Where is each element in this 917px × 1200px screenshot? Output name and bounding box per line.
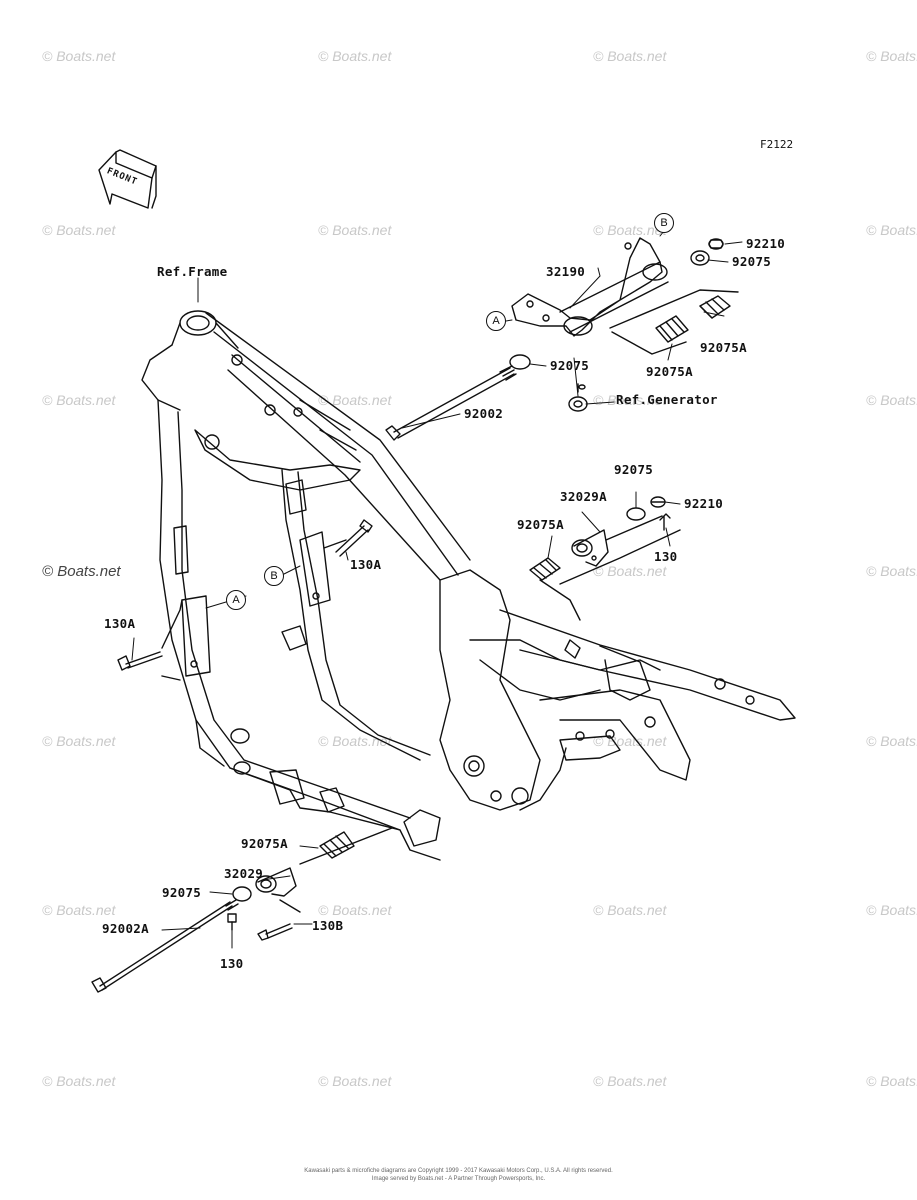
label-130A-left: 130A xyxy=(104,616,136,631)
watermark: © Boats.net xyxy=(318,902,392,918)
lower-mount-assembly xyxy=(91,827,393,993)
watermark: © Boats.net xyxy=(593,902,667,918)
watermark: © Boats.net xyxy=(866,563,917,579)
watermark: © Boats.net xyxy=(318,392,392,408)
watermark: © Boats.net xyxy=(866,222,917,238)
watermark: © Boats.net xyxy=(866,392,917,408)
label-ref-frame: Ref.Frame xyxy=(157,264,228,279)
watermark: © Boats.net xyxy=(318,1073,392,1089)
label-92002A: 92002A xyxy=(102,921,149,936)
front-arrow-icon xyxy=(98,149,157,209)
watermark: © Boats.net xyxy=(318,222,392,238)
watermark: © Boats.net xyxy=(866,902,917,918)
callout-b-top: B xyxy=(654,213,674,233)
label-ref-generator: Ref.Generator xyxy=(616,392,718,407)
watermark: © Boats.net xyxy=(42,48,116,64)
callout-b-left: B xyxy=(264,566,284,586)
label-92075A-r2: 92075A xyxy=(646,364,693,379)
washer-92075-mid xyxy=(509,354,531,370)
watermark: © Boats.net xyxy=(42,222,116,238)
leader-lines xyxy=(131,225,743,949)
watermark-dark: © Boats.net xyxy=(42,563,121,580)
watermark: © Boats.net xyxy=(593,563,667,579)
watermark: © Boats.net xyxy=(318,48,392,64)
bolt-92002 xyxy=(385,365,517,441)
label-130B: 130B xyxy=(312,918,344,933)
callout-a-top: A xyxy=(486,311,506,331)
label-92075A-r1: 92075A xyxy=(700,340,747,355)
watermark: © Boats.net xyxy=(866,733,917,749)
diagram-code: F2122 xyxy=(760,138,794,151)
watermark: © Boats.net xyxy=(42,392,116,408)
label-32029: 32029 xyxy=(224,866,264,881)
watermark: © Boats.net xyxy=(593,222,667,238)
watermark: © Boats.net xyxy=(42,1073,116,1089)
label-92075A-c: 92075A xyxy=(517,517,564,532)
frame-assembly xyxy=(141,310,796,861)
label-92210-top: 92210 xyxy=(746,236,786,251)
watermark: © Boats.net xyxy=(593,392,667,408)
label-32190: 32190 xyxy=(546,264,586,279)
collar-32029A xyxy=(529,496,681,585)
label-92075-low: 92075 xyxy=(162,885,202,900)
copyright-line-1: Kawasaki parts & microfiche diagrams are… xyxy=(304,1168,613,1174)
watermark: © Boats.net xyxy=(866,48,917,64)
copyright-line-2: Image served by Boats.net - A Partner Th… xyxy=(371,1176,546,1182)
label-92075-top: 92075 xyxy=(732,254,772,269)
watermark: © Boats.net xyxy=(593,1073,667,1089)
ref-generator-nut-icon xyxy=(568,383,588,412)
label-92075A-low: 92075A xyxy=(241,836,288,851)
bracket-32190 xyxy=(511,237,669,337)
label-32029A: 32029A xyxy=(560,489,607,504)
watermark: © Boats.net xyxy=(866,1073,917,1089)
label-130-low: 130 xyxy=(220,956,244,971)
label-92002: 92002 xyxy=(464,406,504,421)
callout-a-left: A xyxy=(226,590,246,610)
label-92075-c: 92075 xyxy=(614,462,654,477)
watermark: © Boats.net xyxy=(42,902,116,918)
label-130-c: 130 xyxy=(654,549,678,564)
damper-set-top xyxy=(609,238,739,355)
label-92075-mid: 92075 xyxy=(550,358,590,373)
label-92210-c: 92210 xyxy=(684,496,724,511)
bolt-130A-left xyxy=(117,599,183,681)
bolt-130A-mid xyxy=(323,519,373,557)
watermark: © Boats.net xyxy=(593,48,667,64)
watermark: © Boats.net xyxy=(42,733,116,749)
label-130A-mid: 130A xyxy=(350,557,382,572)
